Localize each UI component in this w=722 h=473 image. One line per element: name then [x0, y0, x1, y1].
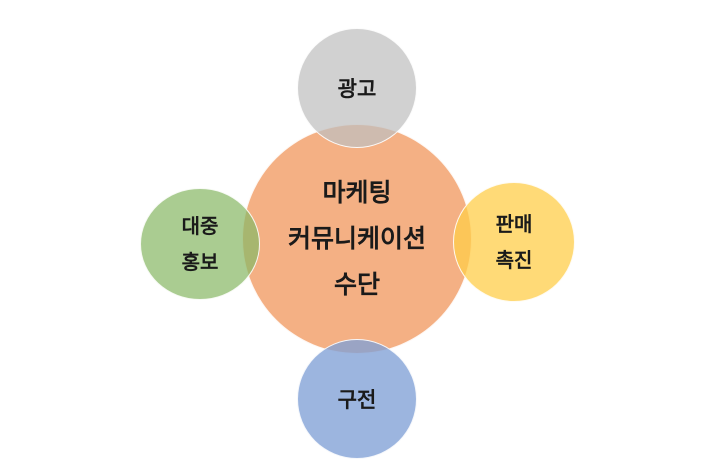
word-of-mouth-circle: 구전: [297, 339, 417, 459]
advertising-circle: 광고: [297, 28, 417, 148]
center-label: 마케팅 커뮤니케이션 수단: [287, 178, 426, 299]
sales-promotion-circle: 판매 촉진: [453, 182, 575, 302]
word-of-mouth-label: 구전: [337, 388, 377, 412]
public-relations-label: 대중 홍보: [181, 214, 219, 274]
sales-promotion-label: 판매 촉진: [495, 212, 533, 272]
advertising-label: 광고: [337, 77, 377, 101]
center-circle: 마케팅 커뮤니케이션 수단: [242, 124, 472, 354]
public-relations-circle: 대중 홍보: [140, 188, 260, 300]
